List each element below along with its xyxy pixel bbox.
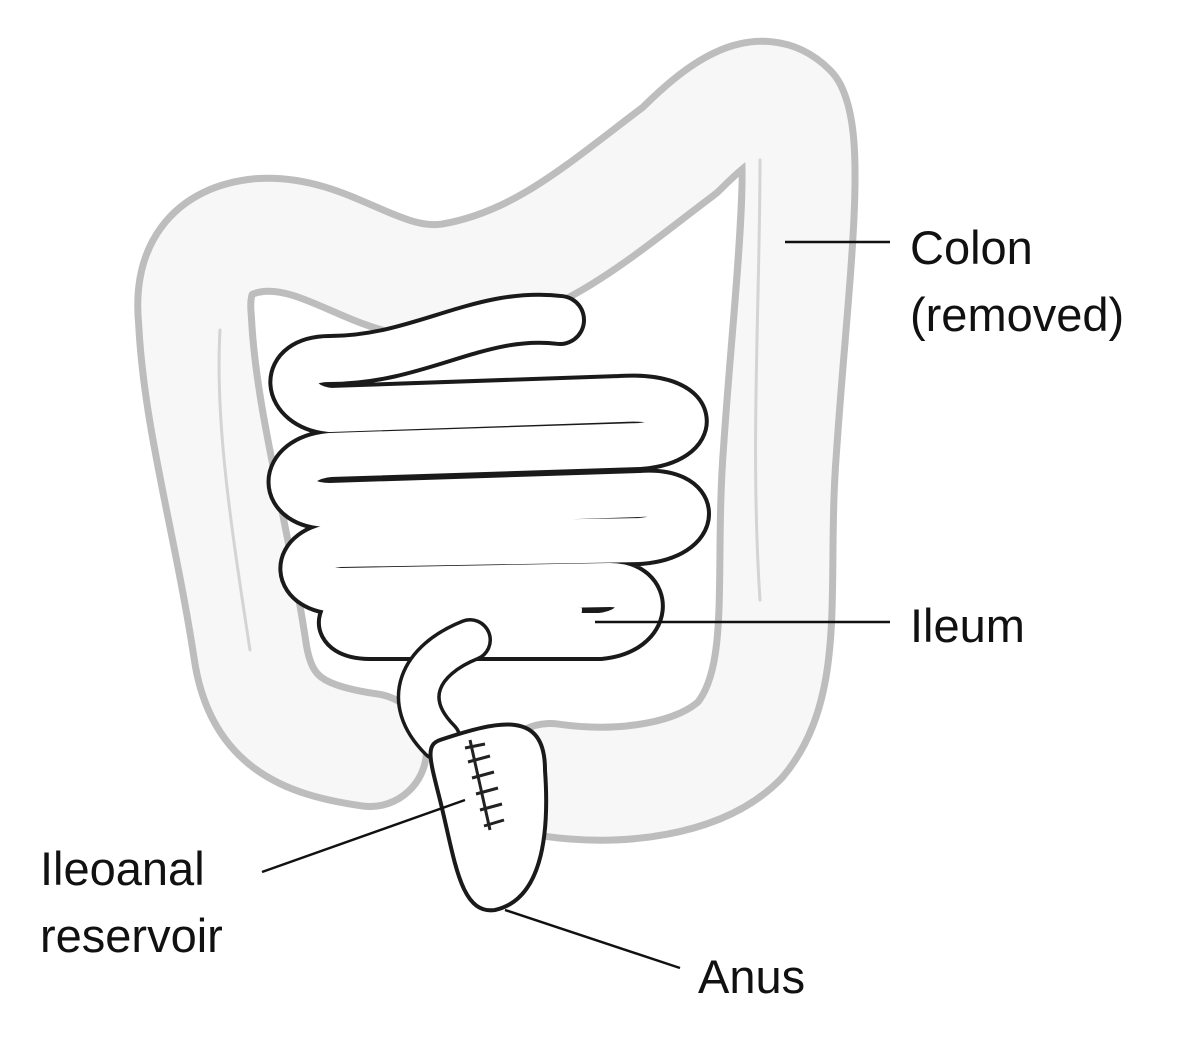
ileoanal-reservoir-shape [428,722,549,913]
colon-label-line1: Colon [910,221,1033,274]
colon-removed-shape [134,37,859,844]
ileum-label: Ileum [910,599,1025,652]
anus-label: Anus [698,950,806,1003]
reservoir-label: Ileoanal reservoir [40,836,223,969]
suture-marks [464,742,505,828]
colon-label-line2: (removed) [910,287,1125,341]
reservoir-label-line1: Ileoanal [40,842,205,895]
anus-leader-line [504,908,681,970]
reservoir-label-line2: reservoir [40,908,223,962]
leader-lines [261,240,890,970]
colon-label: Colon (removed) [910,215,1124,348]
ileum-shape [266,292,711,762]
reservoir-leader-line [261,798,466,874]
